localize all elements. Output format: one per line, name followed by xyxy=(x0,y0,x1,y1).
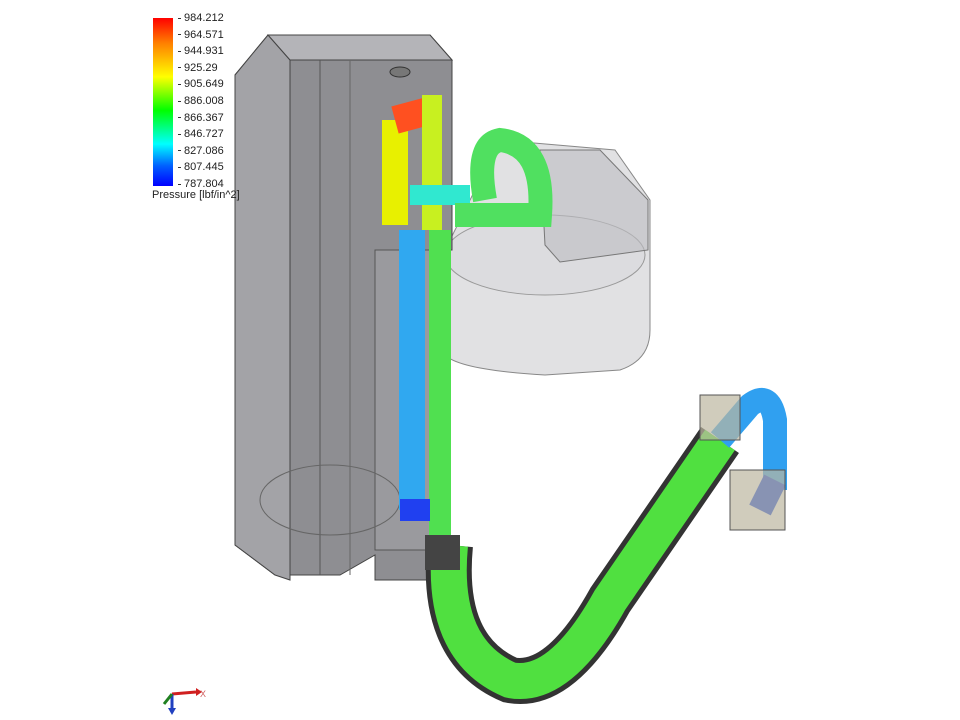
legend-title: Pressure [lbf/in^2] xyxy=(152,189,240,201)
legend-tick: 846.727 xyxy=(178,128,224,140)
legend-tick: 964.571 xyxy=(178,29,224,41)
transparent-housing xyxy=(444,139,651,376)
legend-tick: 827.086 xyxy=(178,145,224,157)
pressure-legend: 984.212 964.571 944.931 925.29 905.649 8… xyxy=(150,12,260,207)
legend-tick: 905.649 xyxy=(178,78,224,90)
legend-tick: 807.445 xyxy=(178,161,224,173)
legend-tick: 866.367 xyxy=(178,112,224,124)
legend-tick: 984.212 xyxy=(178,12,224,24)
legend-tick: 787.804 xyxy=(178,178,224,190)
legend-tick: 925.29 xyxy=(178,62,218,74)
triad-x-label: X xyxy=(200,689,206,699)
legend-tick: 886.008 xyxy=(178,95,224,107)
legend-tick: 944.931 xyxy=(178,45,224,57)
axis-triad-icon: X xyxy=(162,688,206,715)
legend-color-bar xyxy=(153,18,173,186)
fittings xyxy=(425,394,786,570)
